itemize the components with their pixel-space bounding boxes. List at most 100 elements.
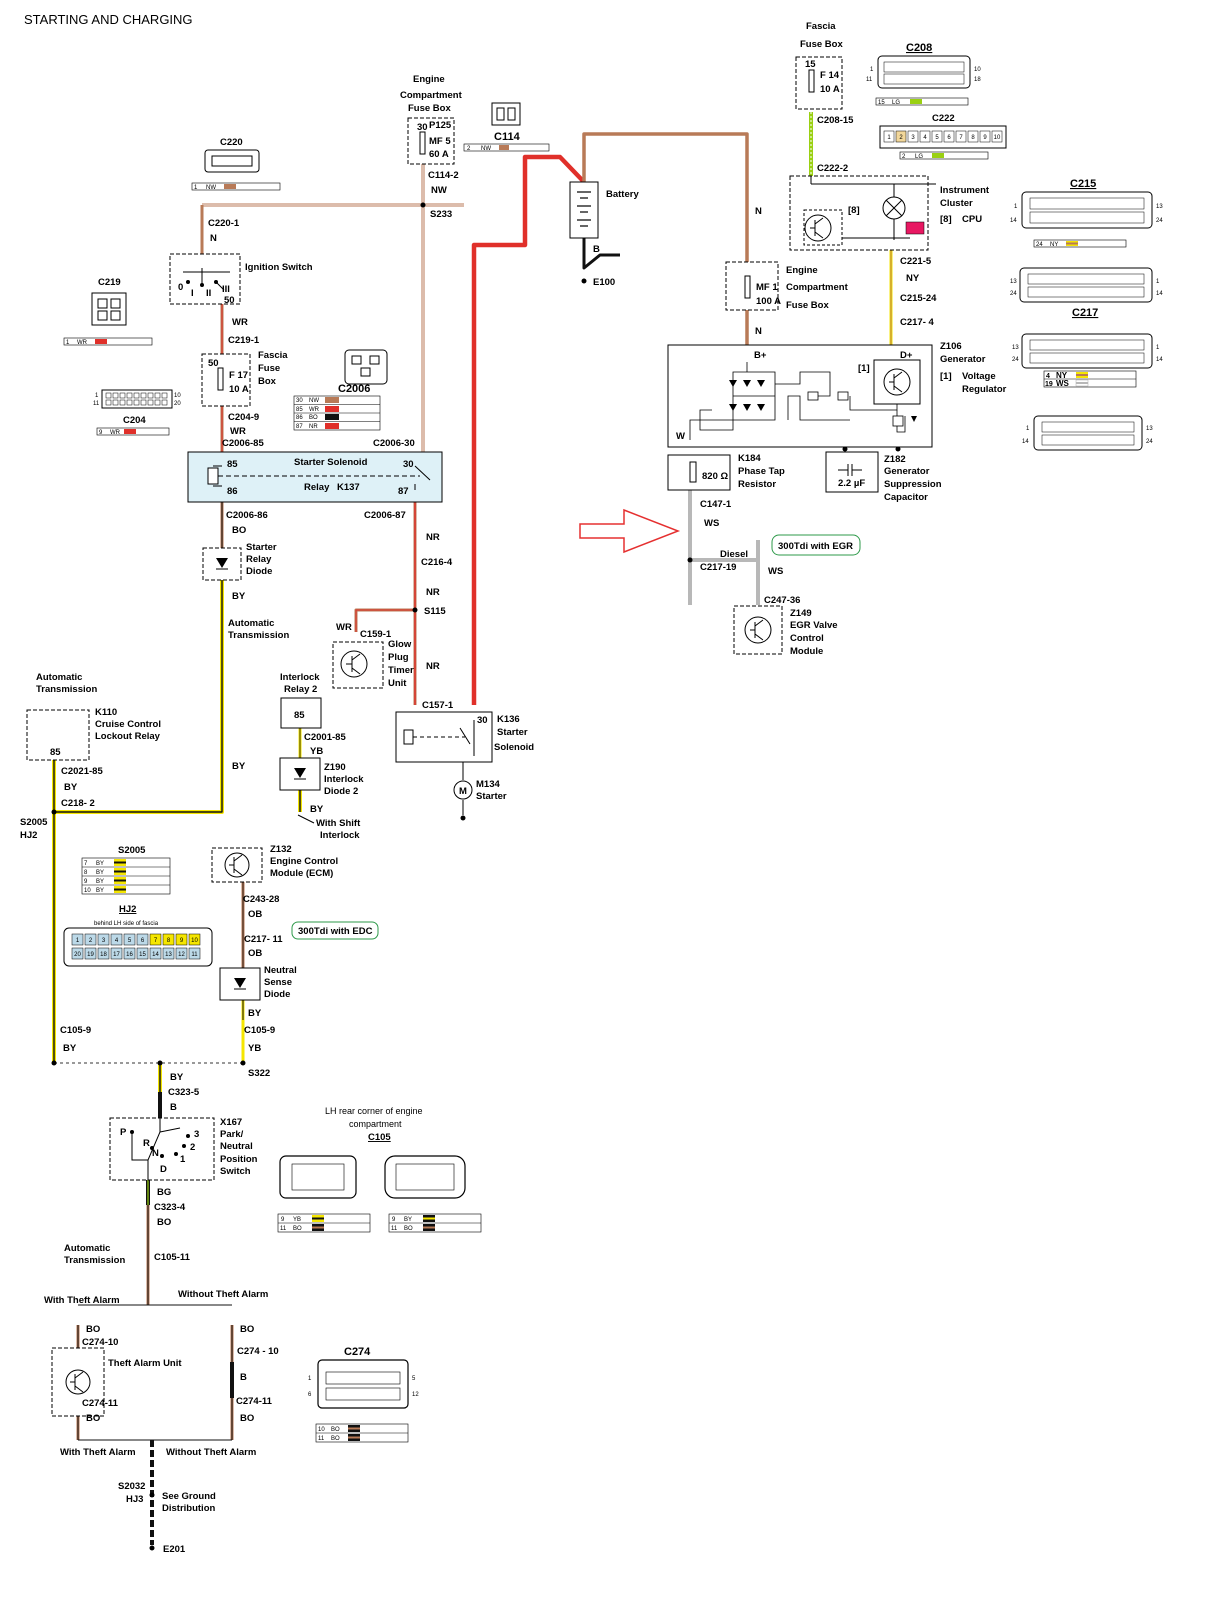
svg-text:Interlock: Interlock — [320, 830, 360, 841]
svg-text:NR: NR — [309, 424, 318, 430]
svg-text:6: 6 — [308, 1392, 312, 1398]
glow-plug-timer-unit: WR C159-1 Glow Plug Timer Unit — [332, 622, 414, 689]
svg-text:86: 86 — [296, 415, 303, 421]
svg-text:C105-9: C105-9 — [60, 1025, 91, 1036]
hj2-pin — [123, 947, 136, 960]
svg-text:85: 85 — [294, 710, 305, 721]
svg-text:Engine: Engine — [413, 74, 445, 85]
c222-pin — [931, 130, 943, 143]
svg-text:Relay: Relay — [246, 554, 272, 565]
svg-text:LG: LG — [915, 154, 923, 160]
hj2-pin — [136, 947, 149, 960]
svg-text:K184: K184 — [738, 453, 761, 464]
svg-text:Fuse Box: Fuse Box — [408, 103, 451, 114]
svg-text:BY: BY — [96, 879, 104, 885]
svg-text:13: 13 — [1012, 345, 1019, 351]
c222-pin — [883, 130, 895, 143]
svg-text:BO: BO — [157, 1217, 171, 1228]
c222-pin — [967, 130, 979, 143]
svg-text:Relay: Relay — [304, 482, 330, 493]
c222-pin-label: 1 — [887, 135, 891, 141]
svg-text:OB: OB — [248, 909, 262, 920]
svg-text:8: 8 — [84, 870, 88, 876]
svg-text:Voltage: Voltage — [962, 371, 996, 382]
svg-text:BO: BO — [331, 1436, 340, 1442]
svg-text:Glow: Glow — [388, 639, 412, 650]
wire-by-main — [54, 580, 224, 814]
svg-text:1: 1 — [1014, 204, 1018, 210]
svg-text:820 Ω: 820 Ω — [702, 471, 728, 482]
svg-text:BO: BO — [240, 1324, 254, 1335]
connector-c217: 13 24 1 14 C217 13 24 1 14 4 NY 19 WS — [1010, 267, 1163, 388]
svg-text:C105-11: C105-11 — [154, 1252, 191, 1263]
hj2-pin — [84, 933, 97, 946]
svg-text:24: 24 — [1156, 218, 1163, 224]
highlight-arrow — [579, 508, 681, 554]
svg-text:24: 24 — [1036, 242, 1043, 248]
hj2-pin — [84, 947, 97, 960]
hj2-pin — [97, 933, 110, 946]
svg-text:C159-1: C159-1 — [360, 629, 392, 640]
svg-text:Timer: Timer — [388, 665, 414, 676]
svg-text:Capacitor: Capacitor — [884, 492, 928, 503]
svg-text:BY: BY — [248, 1008, 262, 1019]
svg-text:MF 5: MF 5 — [429, 136, 451, 147]
svg-text:0: 0 — [178, 282, 183, 293]
svg-text:Distribution: Distribution — [162, 1503, 215, 1514]
svg-text:CPU: CPU — [962, 214, 982, 225]
svg-text:BO: BO — [293, 1226, 302, 1232]
svg-text:2: 2 — [190, 1142, 195, 1153]
svg-text:C323-4: C323-4 — [154, 1202, 186, 1213]
svg-text:BY: BY — [96, 888, 104, 894]
svg-text:C147-1: C147-1 — [700, 499, 732, 510]
egr-valve-control-module: 300Tdi with EGR Diesel C217-19 WS C247-3… — [687, 534, 861, 657]
svg-text:C243-28: C243-28 — [243, 894, 279, 905]
hj2-pin — [136, 933, 149, 946]
svg-text:85: 85 — [50, 747, 61, 758]
c222-pin — [919, 130, 931, 143]
svg-text:14: 14 — [1022, 439, 1029, 445]
svg-text:10: 10 — [318, 1427, 325, 1433]
svg-text:YB: YB — [310, 746, 323, 757]
svg-text:[1]: [1] — [940, 371, 952, 382]
svg-text:13: 13 — [1156, 204, 1163, 210]
svg-text:2: 2 — [902, 154, 906, 160]
svg-text:Park/: Park/ — [220, 1129, 244, 1140]
svg-text:[1]: [1] — [858, 363, 870, 374]
svg-text:C215: C215 — [1070, 178, 1096, 190]
svg-text:Generator: Generator — [884, 466, 930, 477]
svg-text:7: 7 — [84, 861, 88, 867]
svg-text:WR: WR — [232, 317, 248, 328]
svg-text:10: 10 — [84, 888, 91, 894]
engine-control-module: Z132 Engine Control Module (ECM) C243-28… — [211, 844, 379, 959]
svg-text:behind LH side of fascia: behind LH side of fascia — [94, 921, 159, 927]
hj2-pin — [71, 947, 84, 960]
wire-battery-ground — [582, 238, 620, 270]
svg-text:LH rear corner of engine: LH rear corner of engine — [325, 1106, 423, 1116]
svg-text:See Ground: See Ground — [162, 1491, 216, 1502]
svg-text:Phase Tap: Phase Tap — [738, 466, 785, 477]
park-neutral-switch: BY C323-5 B P R N D 3 2 1 X167 Park/ Neu… — [64, 1072, 258, 1266]
svg-text:Cruise Control: Cruise Control — [95, 719, 161, 730]
c222-pin-label: 5 — [935, 135, 939, 141]
svg-text:3: 3 — [194, 1129, 199, 1140]
svg-text:11: 11 — [391, 1226, 398, 1232]
svg-text:1: 1 — [180, 1154, 186, 1165]
svg-text:With Theft Alarm: With Theft Alarm — [60, 1447, 136, 1458]
generator: B+ D+ [1] W Z106 Generator [1] Voltage R… — [667, 341, 1007, 452]
hj2-pin — [97, 947, 110, 960]
svg-text:1: 1 — [66, 340, 70, 346]
c222-pin — [895, 130, 907, 143]
svg-text:C208-15: C208-15 — [817, 115, 854, 126]
svg-text:Automatic: Automatic — [64, 1243, 110, 1254]
svg-text:C215-24: C215-24 — [900, 293, 937, 304]
svg-text:Neutral: Neutral — [220, 1141, 253, 1152]
wire-battery-red — [471, 154, 586, 705]
svg-text:C114: C114 — [494, 131, 521, 143]
svg-text:X167: X167 — [220, 1117, 242, 1128]
hj2-pin-label: 2 — [89, 938, 93, 944]
svg-text:BO: BO — [232, 525, 246, 536]
svg-text:4: 4 — [1046, 373, 1050, 380]
interlock-relay: Interlock Relay 2 85 C2001-85 YB Z190 In… — [232, 672, 364, 841]
